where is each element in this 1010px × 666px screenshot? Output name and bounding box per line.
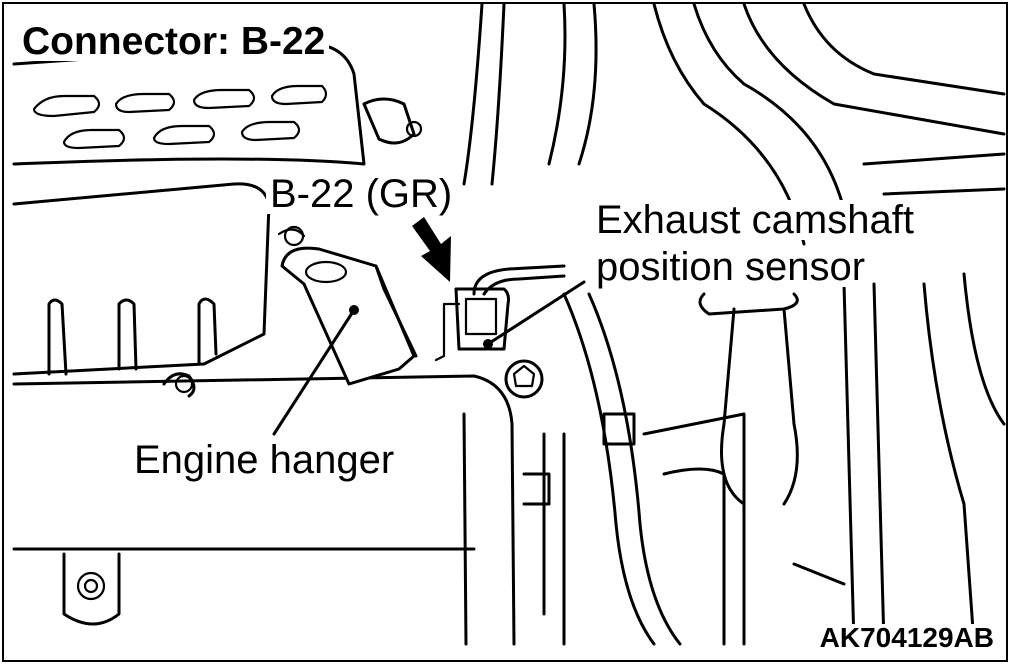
- engine-block: [12, 182, 516, 646]
- sensor-label-line-2: position sensor: [592, 247, 870, 287]
- connector-b22: [412, 217, 586, 399]
- sensor-label-line-1: Exhaust camshaft: [592, 200, 918, 240]
- hoses-and-harness: [462, 4, 1006, 646]
- figure-code: AK704129AB: [813, 624, 998, 652]
- connector-label: B-22 (GR): [266, 174, 457, 214]
- engine-hanger-bracket: [272, 225, 418, 436]
- page-title: Connector: B-22: [18, 22, 330, 61]
- engine-hanger-label: Engine hanger: [130, 440, 399, 480]
- engine-line-drawing: [12, 4, 1006, 646]
- intake-grille: [12, 42, 423, 166]
